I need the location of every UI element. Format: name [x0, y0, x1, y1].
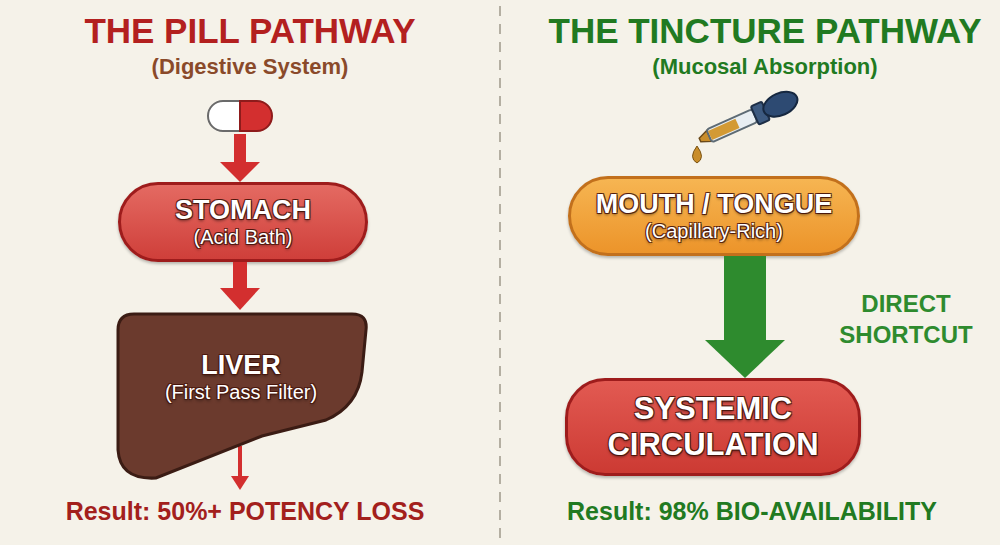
dropper-icon	[696, 87, 802, 150]
arrow-shaft	[233, 262, 247, 289]
arrow-head	[220, 288, 260, 310]
column-subheading: (Digestive System)	[0, 54, 550, 80]
node-title: SYSTEMIC CIRCULATION	[568, 391, 858, 462]
result-note: Result: 98% BIO-AVAILABILITY	[452, 496, 1000, 526]
node-title: STOMACH	[161, 195, 325, 226]
arrow-shaft	[724, 256, 766, 341]
node-subtitle: (First Pass Filter)	[151, 381, 331, 404]
capsule-half	[240, 101, 272, 131]
process-box: SYSTEMIC CIRCULATION	[565, 378, 861, 476]
capsule-half	[208, 101, 240, 131]
flow-connector	[220, 262, 260, 310]
dropper-liquid	[708, 119, 739, 140]
node-subtitle: (Acid Bath)	[180, 226, 307, 249]
dropper-bulb	[759, 87, 801, 122]
node-subtitle: (Capillary-Rich)	[631, 220, 797, 243]
tincture-drop	[693, 146, 702, 163]
dropper-glass	[706, 109, 757, 142]
arrow-shaft	[238, 446, 242, 478]
column-heading: THE TINCTURE PATHWAY	[465, 10, 1000, 52]
result-note: Result: 50%+ POTENCY LOSS	[0, 496, 545, 526]
column-heading: THE PILL PATHWAY	[0, 10, 550, 52]
arrow-shaft	[234, 134, 246, 164]
flow-arrow	[220, 134, 260, 182]
pill-icon	[208, 101, 272, 131]
flow-connector	[705, 256, 785, 378]
flow-arrow	[231, 446, 249, 490]
column-subheading: (Mucosal Absorption)	[465, 54, 1000, 80]
connector-label: DIRECT SHORTCUT	[836, 288, 976, 350]
arrow-head	[220, 162, 260, 182]
liver-outline	[118, 314, 366, 478]
node-title: LIVER	[187, 350, 295, 381]
arrow-head	[231, 476, 249, 490]
process-box: MOUTH / TONGUE(Capillary-Rich)	[568, 176, 860, 256]
arrow-head	[705, 340, 785, 378]
node-title: MOUTH / TONGUE	[582, 189, 847, 220]
process-box: STOMACH(Acid Bath)	[118, 182, 368, 262]
organ-shape: LIVER(First Pass Filter)	[112, 310, 370, 482]
column-divider	[499, 6, 501, 540]
